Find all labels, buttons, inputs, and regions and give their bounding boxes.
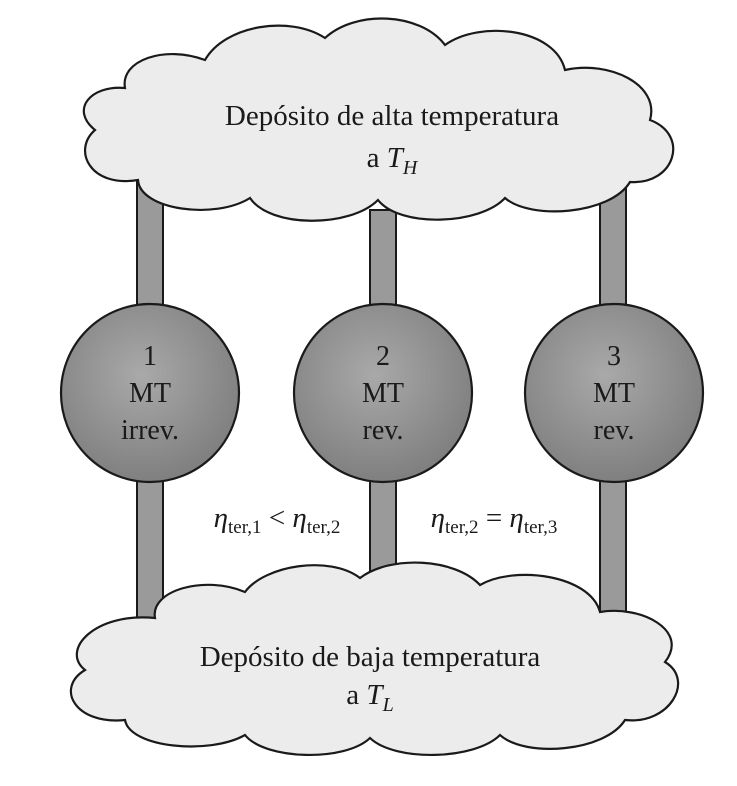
relation-left-eta2: η	[292, 502, 306, 534]
engine-3: 3 MT rev.	[523, 302, 705, 484]
relation-left: ηter,1 < ηter,2	[214, 502, 341, 538]
relation-left-eta1: η	[214, 502, 228, 534]
relation-left-sub2: ter,2	[307, 517, 341, 538]
engine-1-number: 1	[143, 341, 157, 372]
connector-3-bottom	[599, 459, 627, 626]
high-temp-subscript: H	[402, 157, 419, 179]
engine-3-sphere	[523, 302, 705, 484]
low-reservoir-temperature: a TL	[346, 679, 393, 716]
engine-2-type: MT	[362, 378, 404, 409]
high-temp-prefix: a	[367, 142, 387, 174]
engine-3-number: 3	[607, 341, 621, 372]
high-temp-symbol: T	[387, 142, 405, 174]
low-reservoir-cloud	[69, 561, 680, 757]
low-temp-symbol: T	[366, 679, 384, 711]
low-temp-subscript: L	[382, 694, 394, 716]
relation-right-sub2: ter,3	[524, 517, 558, 538]
relation-right: ηter,2 = ηter,3	[431, 502, 558, 538]
engine-2-sphere	[292, 302, 474, 484]
high-reservoir-title: Depósito de alta temperatura	[225, 100, 559, 132]
low-temp-prefix: a	[346, 679, 366, 711]
relation-left-sub1: ter,1	[228, 517, 262, 538]
connector-2-top	[369, 209, 397, 316]
engine-3-type: MT	[593, 378, 635, 409]
low-reservoir-title: Depósito de baja temperatura	[200, 641, 541, 673]
relation-left-operator: <	[262, 502, 293, 534]
engine-1: 1 MT irrev.	[59, 302, 241, 484]
high-reservoir-cloud	[82, 17, 675, 222]
relation-right-eta2: η	[509, 502, 523, 534]
relation-right-eta1: η	[431, 502, 445, 534]
engine-2-label: rev.	[363, 415, 404, 446]
engine-2-number: 2	[376, 341, 390, 372]
engine-1-label: irrev.	[121, 415, 179, 446]
relation-right-operator: =	[479, 502, 510, 534]
engine-3-label: rev.	[594, 415, 635, 446]
engine-2: 2 MT rev.	[292, 302, 474, 484]
relation-right-sub1: ter,2	[445, 517, 479, 538]
engine-1-sphere	[59, 302, 241, 484]
engine-1-type: MT	[129, 378, 171, 409]
high-reservoir-temperature: a TH	[367, 142, 419, 179]
